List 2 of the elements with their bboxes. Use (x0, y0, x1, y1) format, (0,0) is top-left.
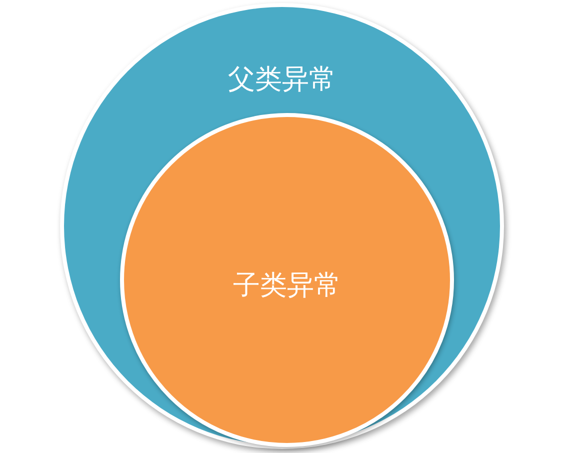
circle-label: 父类异常 (227, 63, 337, 97)
circle-label: 子类异常 (232, 269, 342, 303)
